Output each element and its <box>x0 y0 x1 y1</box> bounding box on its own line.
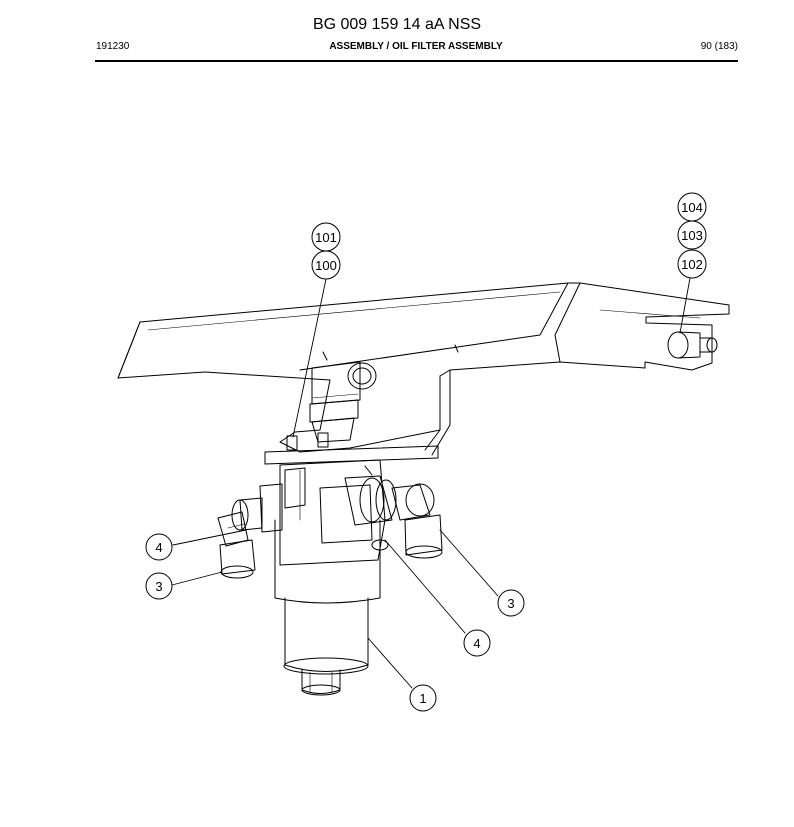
callout-3-right: 3 <box>497 589 525 617</box>
mounting-bolts <box>286 432 329 451</box>
left-elbow-fitting <box>217 483 283 579</box>
callout-4-right: 4 <box>463 629 491 657</box>
header-rule <box>95 60 738 62</box>
bracket-bolt-fitting <box>667 331 718 359</box>
svg-text:3: 3 <box>155 579 162 594</box>
filter-cartridge <box>274 519 381 696</box>
upper-elbow-fitting <box>309 361 377 443</box>
callout-103: 103 <box>677 220 707 250</box>
callout-104: 104 <box>677 192 707 222</box>
callouts: 104 103 102 101 100 4 3 3 <box>145 192 707 712</box>
section-title: ASSEMBLY / OIL FILTER ASSEMBLY <box>329 41 503 52</box>
mounting-bracket <box>117 282 730 465</box>
filter-head <box>279 459 386 566</box>
svg-text:1: 1 <box>419 691 426 706</box>
svg-text:4: 4 <box>155 540 162 555</box>
svg-text:3: 3 <box>507 596 514 611</box>
svg-text:4: 4 <box>473 636 480 651</box>
callout-4-left: 4 <box>145 533 173 561</box>
svg-text:103: 103 <box>681 228 703 243</box>
page-number: 90 (183) <box>700 41 738 52</box>
callout-101: 101 <box>311 222 341 252</box>
svg-text:104: 104 <box>681 200 703 215</box>
callout-102: 102 <box>677 249 707 279</box>
svg-text:100: 100 <box>315 258 337 273</box>
document-number: 191230 <box>96 41 130 52</box>
document-title: BG 009 159 14 aA NSS <box>312 16 482 33</box>
callout-3-left: 3 <box>145 572 173 600</box>
right-elbow-fitting <box>344 475 443 559</box>
svg-text:102: 102 <box>681 257 703 272</box>
svg-text:101: 101 <box>315 230 337 245</box>
leader-lines <box>171 277 691 689</box>
callout-1: 1 <box>409 684 437 712</box>
callout-100: 100 <box>311 250 341 280</box>
